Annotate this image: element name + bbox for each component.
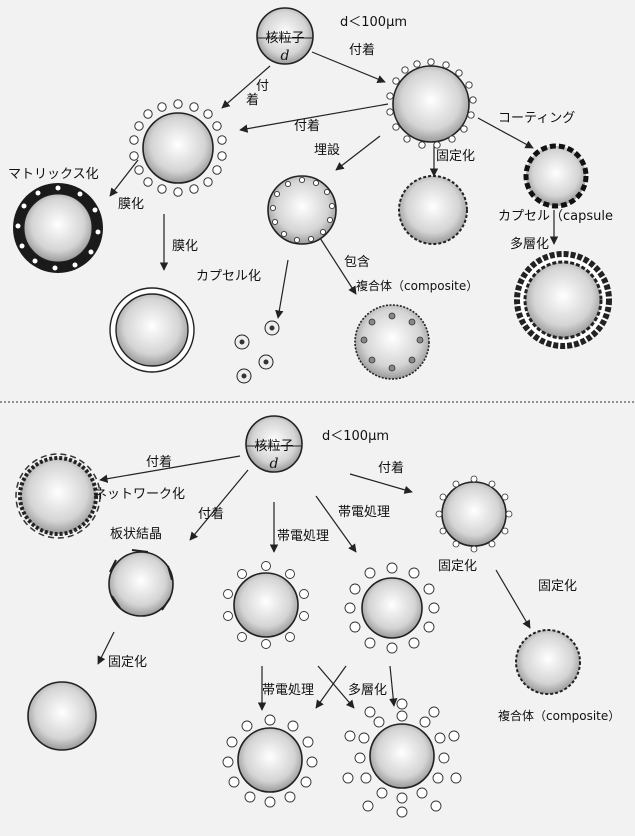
label-charge-right: 帯電処理 bbox=[338, 505, 390, 520]
label-film-lower: 膜化 bbox=[172, 239, 198, 254]
arrow-bottom-network bbox=[99, 455, 241, 483]
label-attach-mid: 付着 bbox=[294, 118, 320, 134]
label-attach-left-2: 付 bbox=[256, 79, 269, 94]
label-include: 包含 bbox=[344, 254, 370, 270]
top-size-condition: d＜100μm bbox=[340, 15, 407, 30]
particle-plate-crystal bbox=[108, 549, 174, 617]
label-fix: 固定化 bbox=[436, 149, 475, 164]
arrow-embed bbox=[335, 135, 381, 171]
bottom-size-condition: d＜100μm bbox=[322, 429, 389, 444]
particle-network bbox=[15, 453, 101, 539]
bottom-core-particle: 核粒子 d bbox=[245, 415, 303, 473]
particle-fixed bbox=[398, 175, 468, 245]
arrow-encapsulate bbox=[275, 259, 289, 319]
arrow-bottom-multilayer bbox=[389, 665, 398, 707]
bottom-core-label: 核粒子 bbox=[254, 439, 293, 454]
arrow-bottom-fix-left bbox=[97, 631, 115, 665]
label-film-upper: 膜化 bbox=[118, 197, 144, 212]
label-bottom-multilayer: 多層化 bbox=[348, 682, 387, 698]
arrow-core-to-left bbox=[221, 65, 271, 109]
particle-matrix bbox=[13, 183, 103, 273]
arrow-core-to-attached bbox=[311, 51, 386, 84]
particle-charged-layered-2 bbox=[342, 698, 462, 818]
arrow-bottom-attach-right bbox=[349, 473, 413, 494]
particle-coated bbox=[523, 143, 589, 209]
label-plate-crystal: 板状結晶 bbox=[110, 527, 162, 542]
label-bottom-attach-mid: 付着 bbox=[198, 506, 224, 522]
label-coating: コーティング bbox=[498, 111, 575, 126]
top-core-particle: 核粒子 d bbox=[256, 7, 314, 65]
label-bottom-attach-left: 付着 bbox=[146, 454, 172, 470]
arrow-matrix bbox=[109, 159, 139, 197]
label-capsule: カプセル（capsule bbox=[498, 209, 613, 224]
label-charge-bottom: 帯電処理 bbox=[262, 683, 314, 698]
particle-attached bbox=[386, 58, 477, 149]
bottom-panel: 核粒子 d d＜100μm bbox=[15, 415, 620, 818]
top-core-symbol: d bbox=[281, 48, 290, 64]
particle-ringed bbox=[129, 99, 227, 197]
label-encapsulate: カプセル化 bbox=[196, 269, 261, 284]
arrow-include bbox=[319, 237, 357, 295]
particle-charged-negative bbox=[223, 561, 309, 649]
arrow-bottom-fix-right bbox=[495, 569, 531, 629]
label-charge-left: 帯電処理 bbox=[277, 529, 329, 544]
label-attach-left-1: 着 bbox=[246, 92, 259, 108]
arrow-coating bbox=[477, 117, 534, 149]
particle-bottom-fixed bbox=[515, 629, 581, 695]
particle-composite bbox=[354, 304, 430, 380]
arrow-bottom-plate bbox=[189, 469, 249, 541]
label-network: ネットワーク化 bbox=[94, 487, 185, 502]
label-fix-upper: 固定化 bbox=[438, 559, 477, 574]
particle-charged-positive bbox=[344, 562, 440, 654]
label-attach-right: 付着 bbox=[349, 42, 375, 58]
label-embed: 埋設 bbox=[314, 142, 340, 158]
label-composite-top: 複合体（composite） bbox=[356, 278, 478, 293]
label-composite-bottom: 複合体（composite） bbox=[498, 708, 620, 723]
label-bottom-attach-right: 付着 bbox=[378, 460, 404, 476]
particle-multilayer bbox=[514, 251, 612, 349]
particle-bottom-attached bbox=[435, 475, 513, 553]
small-capsules bbox=[234, 320, 280, 384]
arrow-bottom-charge-right bbox=[315, 495, 357, 553]
label-multilayer: 多層化 bbox=[510, 236, 549, 252]
arrow-bottom-cross-1 bbox=[315, 665, 347, 709]
top-core-label: 核粒子 bbox=[265, 31, 304, 46]
bottom-core-symbol: d bbox=[270, 456, 279, 472]
particle-film bbox=[109, 287, 195, 373]
top-panel: 核粒子 d d＜100μm bbox=[8, 7, 613, 384]
arrow-bottom-cross-2 bbox=[317, 665, 355, 709]
label-fix-left: 固定化 bbox=[108, 655, 147, 670]
particle-charged-layered-1 bbox=[222, 714, 318, 808]
particle-bottom-fixed-left bbox=[27, 681, 97, 751]
label-matrix: マトリックス化 bbox=[8, 167, 99, 182]
arrow-attached-to-left bbox=[239, 103, 389, 133]
particle-embedded bbox=[267, 175, 337, 245]
label-fix-right: 固定化 bbox=[538, 579, 577, 594]
